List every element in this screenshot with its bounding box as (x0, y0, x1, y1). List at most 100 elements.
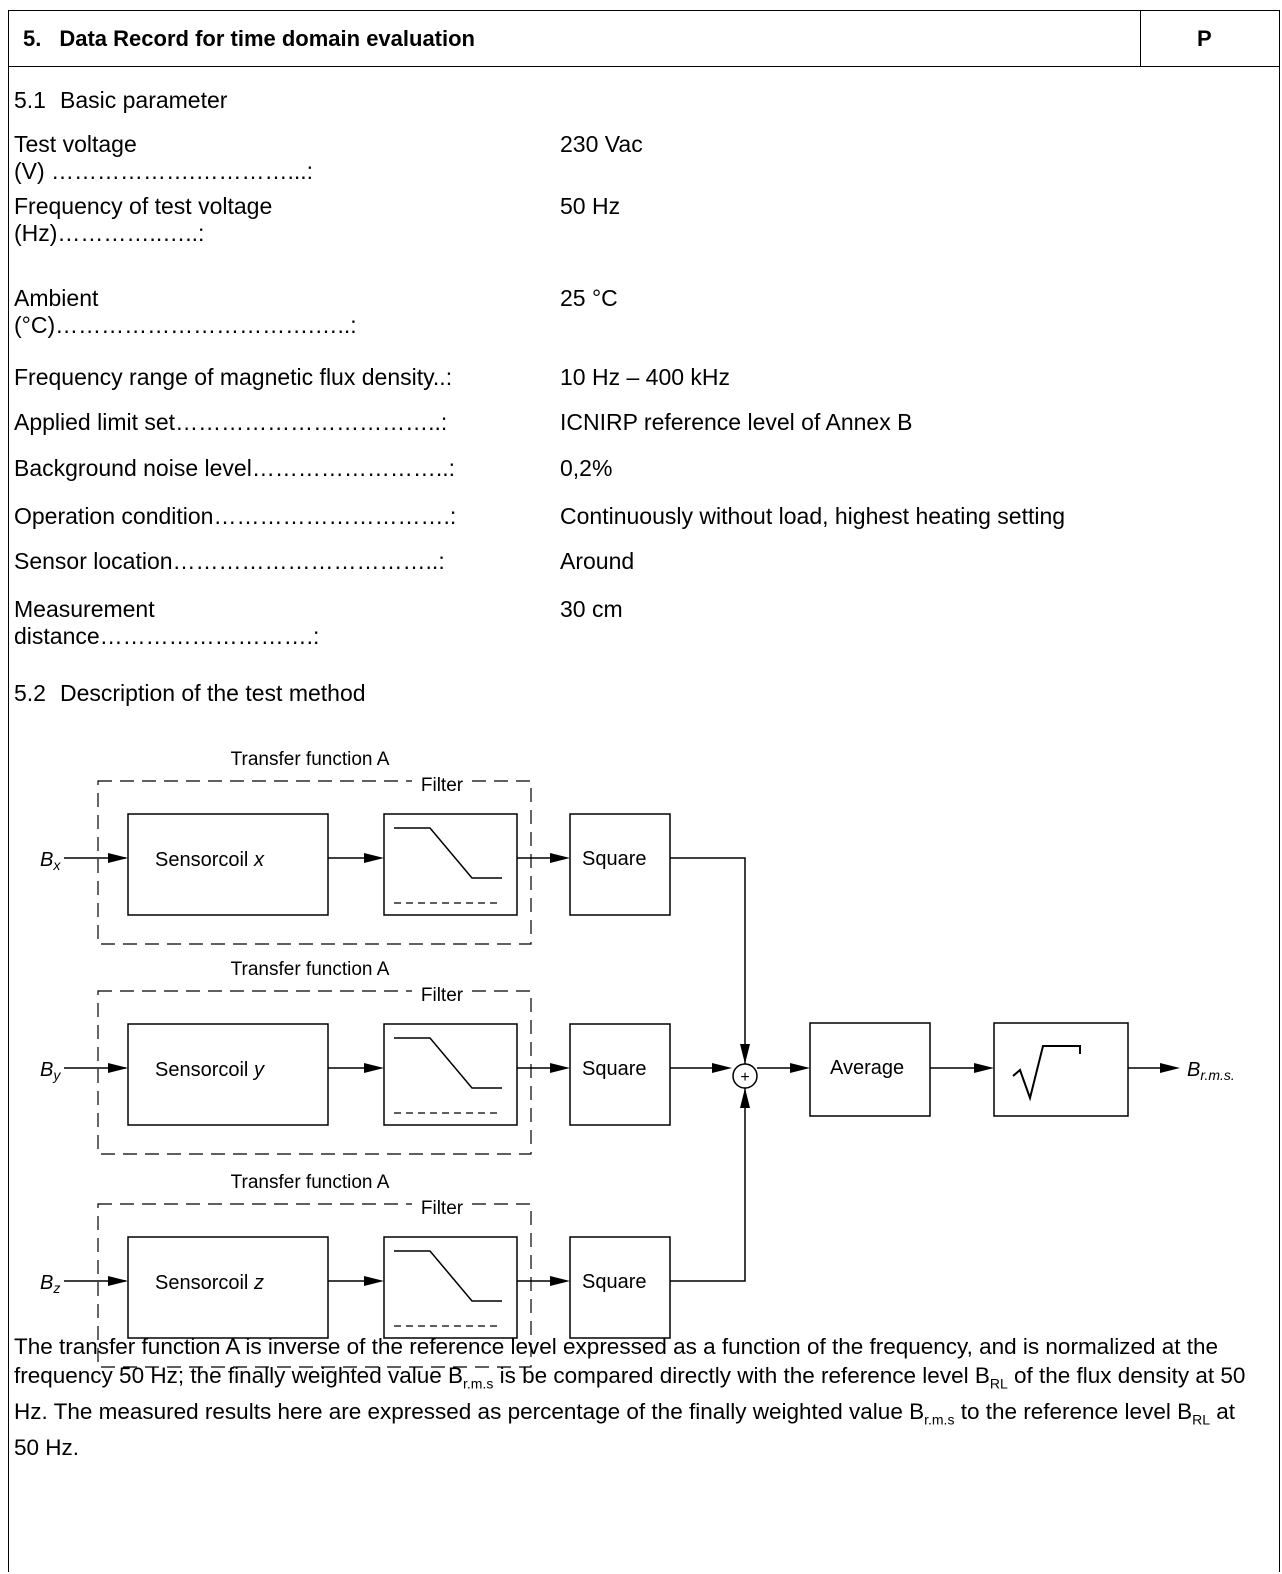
parameter-label: Applied limit set……………………………..: (14, 409, 448, 435)
filter-label: Filter (421, 1198, 464, 1219)
document-frame: 5. Data Record for time domain evaluation… (8, 10, 1280, 1572)
filter-label: Filter (421, 985, 464, 1006)
caption-text: The transfer function A is inverse of th… (14, 1334, 1219, 1388)
transfer-function-group (97, 1203, 532, 1368)
square-label: Square (582, 848, 647, 870)
output-subscript: r.m.s. (1200, 1067, 1234, 1083)
parameter-value: Around (560, 548, 635, 574)
caption-subscript: RL (1192, 1411, 1210, 1427)
transfer-function-group (97, 780, 532, 945)
section-title-text: Data Record for time domain evaluation (59, 26, 475, 51)
arrow-head (364, 1063, 384, 1073)
verdict-label: P (1197, 26, 1212, 51)
filter-label: Filter (421, 775, 464, 796)
sum-symbol: + (740, 1069, 749, 1086)
output-symbol: Br.m.s. (1187, 1059, 1235, 1083)
arrow-head (550, 853, 570, 863)
caption-text: at 50 Hz. (14, 1398, 1236, 1460)
square-box (569, 1236, 671, 1339)
input-symbol: Bz (40, 1272, 60, 1296)
arrow-head (550, 1276, 570, 1286)
parameter-label: Sensor location……………………………..: (14, 548, 445, 574)
parameter-value: Continuously without load, highest heati… (560, 503, 1066, 529)
header-divider (1140, 11, 1141, 67)
parameter-label: Test voltage (V) ……………….…………...: (14, 131, 313, 184)
lowpass-curve (394, 1037, 502, 1089)
input-subscript: z (52, 1280, 60, 1296)
square-root-icon (1012, 1045, 1081, 1102)
input-subscript: x (52, 857, 61, 873)
arrow-head (108, 1276, 128, 1286)
connector-line (670, 857, 746, 1064)
parameter-label: Frequency range of magnetic flux density… (14, 364, 453, 390)
arrow-head (712, 1063, 732, 1073)
arrow-head (974, 1063, 994, 1073)
arrow-head (1160, 1063, 1180, 1073)
filter-box (383, 813, 518, 916)
method-description: The transfer function A is inverse of th… (14, 1333, 1264, 1462)
average-box (809, 1022, 931, 1117)
sensorcoil-axis: x (253, 849, 265, 871)
parameter-value: 30 cm (560, 596, 623, 622)
square-box (569, 1023, 671, 1126)
square-label: Square (582, 1058, 647, 1080)
caption-subscript: r.m.s (463, 1375, 494, 1391)
parameter-value: 50 Hz (560, 193, 621, 219)
filter-label-bg (412, 982, 472, 1006)
subsection-title: Basic parameter (59, 87, 228, 113)
sensorcoil-axis: y (252, 1059, 265, 1081)
sensorcoil-label: Sensorcoil x (155, 849, 265, 871)
input-subscript: y (52, 1067, 61, 1083)
parameter-value: 0,2% (560, 455, 613, 481)
subsection-heading: 5.1 Basic parameter (14, 87, 227, 114)
parameter-label: Operation condition………………………….: (14, 503, 457, 529)
square-root-box (993, 1022, 1129, 1117)
subsection-title: Description of the test method (59, 680, 366, 706)
arrow-head (108, 853, 128, 863)
sensorcoil-box (127, 813, 329, 916)
input-symbol: Bx (40, 849, 61, 873)
input-symbol: By (40, 1059, 61, 1083)
section-number: 5. (23, 26, 42, 51)
filter-box (383, 1023, 518, 1126)
parameter-value: 25 °C (560, 285, 618, 311)
sensorcoil-label: Sensorcoil y (155, 1059, 265, 1081)
caption-text: of the flux density at 50 Hz. The measur… (14, 1362, 1246, 1424)
transfer-function-label: Transfer function A (231, 959, 390, 980)
arrow-head (740, 1088, 750, 1108)
average-label: Average (830, 1057, 904, 1079)
filter-label-bg (412, 1195, 472, 1219)
arrow-head (740, 1044, 750, 1064)
section-header: 5. Data Record for time domain evaluation… (9, 11, 1279, 67)
parameter-value: 10 Hz – 400 kHz (560, 364, 731, 390)
filter-box (383, 1236, 518, 1339)
sensorcoil-axis: z (253, 1272, 264, 1294)
arrow-head (790, 1063, 810, 1073)
parameter-label: Ambient (°C)…………………………….…..: (14, 285, 357, 338)
sensorcoil-label: Sensorcoil z (155, 1272, 264, 1294)
caption-text: is be compared directly with the referen… (493, 1362, 990, 1388)
arrow-head (364, 853, 384, 863)
arrow-head (364, 1276, 384, 1286)
parameter-value: 230 Vac (560, 131, 643, 157)
transfer-function-label: Transfer function A (231, 1172, 390, 1193)
caption-text: to the reference level B (954, 1398, 1193, 1424)
lowpass-curve (394, 1250, 502, 1302)
section-title: 5. Data Record for time domain evaluation (23, 26, 475, 52)
transfer-function-group (97, 990, 532, 1155)
summing-node (732, 1063, 758, 1089)
transfer-function-label: Transfer function A (231, 749, 390, 770)
caption-subscript: RL (989, 1375, 1008, 1391)
subsection-number: 5.2 (14, 680, 46, 706)
square-label: Square (582, 1271, 647, 1293)
subsection-number: 5.1 (14, 87, 46, 113)
arrow-head (550, 1063, 570, 1073)
arrow-head (108, 1063, 128, 1073)
square-box (569, 813, 671, 916)
sensorcoil-box (127, 1023, 329, 1126)
sensorcoil-box (127, 1236, 329, 1339)
subsection-heading: 5.2 Description of the test method (14, 680, 366, 707)
parameter-label: Frequency of test voltage (Hz)…………..…..: (14, 193, 273, 246)
parameter-value: ICNIRP reference level of Annex B (560, 409, 913, 435)
